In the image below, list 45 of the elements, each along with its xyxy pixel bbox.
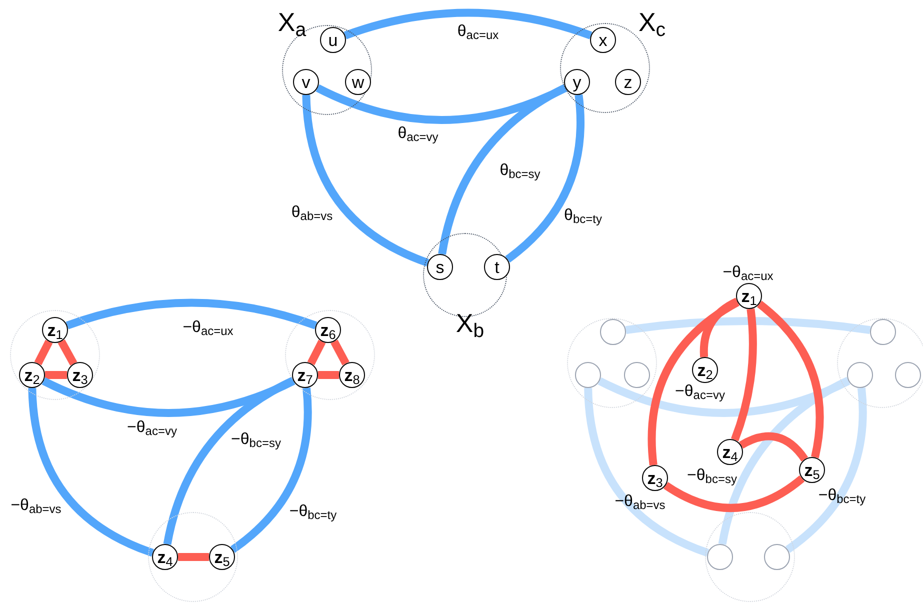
edge-line <box>58 339 78 366</box>
edge-label: −θ$_{ab=vs}$ <box>10 498 62 514</box>
edge-line <box>584 388 710 557</box>
edge-line <box>230 388 312 553</box>
edge-line <box>45 371 67 379</box>
edge-line <box>28 388 154 557</box>
cluster-label: X$_{c}$ <box>638 9 666 35</box>
edge-line <box>598 377 850 417</box>
edge-line <box>42 377 296 417</box>
edge-line <box>505 94 584 263</box>
edge-line <box>178 553 209 561</box>
edge-line <box>330 340 350 366</box>
edge-label: θ$_{ac=ux}$ <box>456 24 500 40</box>
node-caption: −θ$_{ab=vs}$ <box>614 494 666 510</box>
edge-label: θ$_{bc=ty}$ <box>563 208 603 224</box>
node-caption: −θ$_{bc=ty}$ <box>818 488 866 504</box>
edge-line <box>700 298 739 358</box>
edge-label: θ$_{bc=sy}$ <box>498 163 542 179</box>
node-caption: −θ$_{ac=vy}$ <box>675 384 725 400</box>
edge-label: −θ$_{bc=ty}$ <box>288 504 338 520</box>
edge-label: −θ$_{bc=sy}$ <box>230 432 282 448</box>
edge-line <box>344 8 592 40</box>
edge-line <box>785 388 867 553</box>
edge-line <box>307 340 326 366</box>
cluster-label: X$_{a}$ <box>278 9 306 35</box>
edge-line <box>664 475 805 512</box>
edge-label: θ$_{ab=vs}$ <box>290 205 334 221</box>
edge-line <box>302 94 430 266</box>
edge-line <box>318 371 339 379</box>
node-caption: −θ$_{bc=sy}$ <box>687 468 737 484</box>
edge-line <box>66 298 318 330</box>
cluster-label: X$_{b}$ <box>456 310 484 336</box>
edge-line <box>625 317 871 334</box>
edge-line <box>718 376 850 546</box>
edge-label: −θ$_{ac=vy}$ <box>126 420 178 436</box>
node-caption: −θ$_{ac=ux}$ <box>722 265 774 281</box>
edge-line <box>438 84 568 255</box>
edge-line <box>316 84 568 124</box>
edge-label: −θ$_{ac=ux}$ <box>182 320 234 336</box>
edge-label: θ$_{ac=vy}$ <box>396 126 440 142</box>
edge-line <box>739 432 808 462</box>
edge-line <box>756 300 824 458</box>
edge-line <box>730 308 757 442</box>
edge-line <box>34 340 53 366</box>
edge-line <box>163 376 296 546</box>
